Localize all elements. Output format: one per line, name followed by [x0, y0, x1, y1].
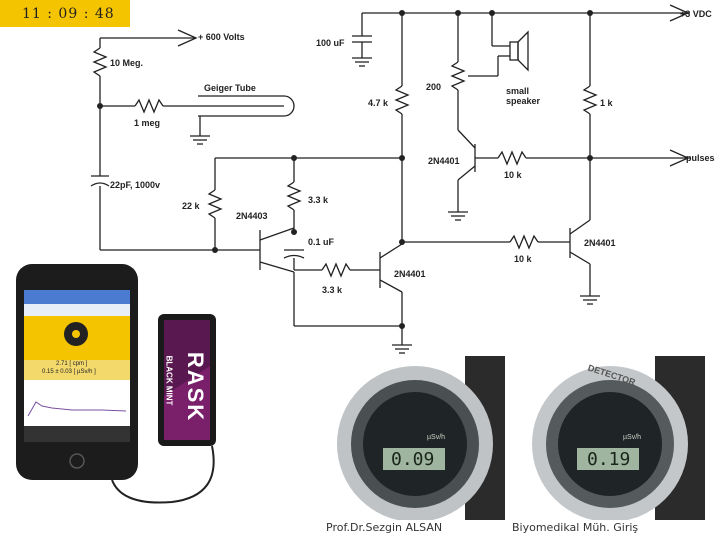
watch-left-display: 0.09	[391, 449, 435, 470]
label-0-1uf: 0.1 uF	[308, 237, 335, 247]
label-q1: 2N4401	[428, 156, 460, 166]
label-3-3k-top: 3.3 k	[308, 195, 329, 205]
label-pulses: pulses	[686, 153, 715, 163]
phone-detector-illustration	[16, 264, 216, 504]
clock: 11 : 09 : 48	[0, 0, 130, 27]
watches-illustration	[337, 356, 705, 520]
watch-right-display: 0.19	[587, 449, 631, 470]
label-q3: 2N4401	[394, 269, 426, 279]
phone-readout-cpm: 2.71 [ cpm ]	[56, 361, 88, 367]
label-q4: 2N4401	[584, 238, 616, 248]
label-q2: 2N4403	[236, 211, 268, 221]
label-10k-bottom: 10 k	[514, 254, 532, 264]
label-1k: 1 k	[600, 98, 613, 108]
watch-left-unit: µSv/h	[427, 434, 446, 441]
label-10k-top: 10 k	[504, 170, 522, 180]
detector-name: RASK	[183, 351, 209, 423]
label-4-7k: 4.7 k	[368, 98, 389, 108]
footer-course: Biyomedikal Müh. Giriş	[512, 521, 639, 534]
photo-watches: 0.09 µSv/h 0.19 µSv/h DETECTOR	[325, 356, 720, 520]
photo-phone-detector: BLACK MINT RASK 2.71 [ cpm ] 0.15 ± 0.03…	[12, 256, 236, 522]
label-3vdc: +3 VDC	[680, 9, 712, 19]
label-speaker: small speaker	[506, 86, 541, 106]
label-200: 200	[426, 82, 442, 92]
footer-author: Prof.Dr.Sezgin ALSAN	[326, 521, 443, 534]
label-100uf: 100 uF	[316, 38, 345, 48]
phone-readout-dose: 0.15 ± 0.03 [ µSv/h ]	[42, 369, 96, 375]
label-22pf: 22pF, 1000v	[110, 180, 161, 190]
label-1meg: 1 meg	[134, 118, 161, 128]
label-22k: 22 k	[182, 201, 200, 211]
label-10meg: 10 Meg.	[110, 58, 144, 68]
label-600v: + 600 Volts	[198, 32, 245, 42]
label-geiger-tube: Geiger Tube	[204, 83, 256, 93]
watch-right-unit: µSv/h	[623, 434, 642, 441]
label-3-3k-bottom: 3.3 k	[322, 285, 343, 295]
detector-brand: BLACK MINT	[164, 355, 174, 406]
